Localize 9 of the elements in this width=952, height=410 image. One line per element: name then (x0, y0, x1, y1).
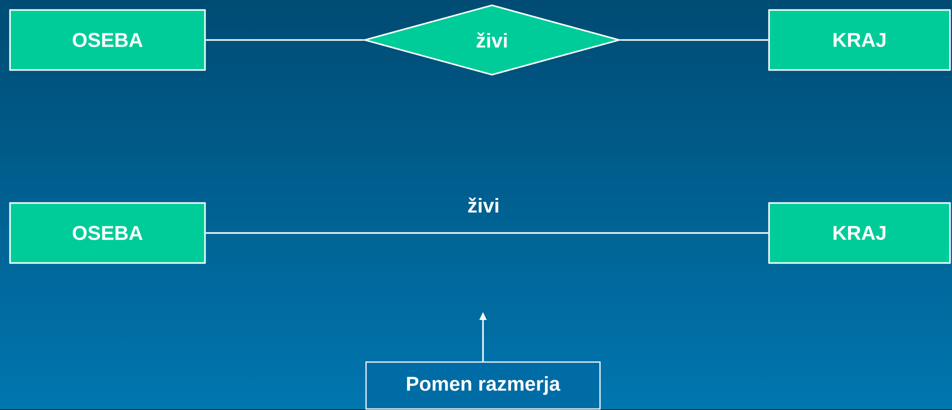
connector-line (206, 39, 364, 41)
entity-box: KRAJ (768, 9, 951, 71)
entity-box: OSEBA (9, 202, 206, 264)
edge-label: živi (468, 198, 498, 212)
connector-line (206, 232, 768, 234)
entity-box: OSEBA (9, 9, 206, 71)
entity-box: KRAJ (768, 202, 951, 264)
connector-line (620, 39, 768, 41)
note-box: Pomen razmerja (365, 361, 601, 410)
